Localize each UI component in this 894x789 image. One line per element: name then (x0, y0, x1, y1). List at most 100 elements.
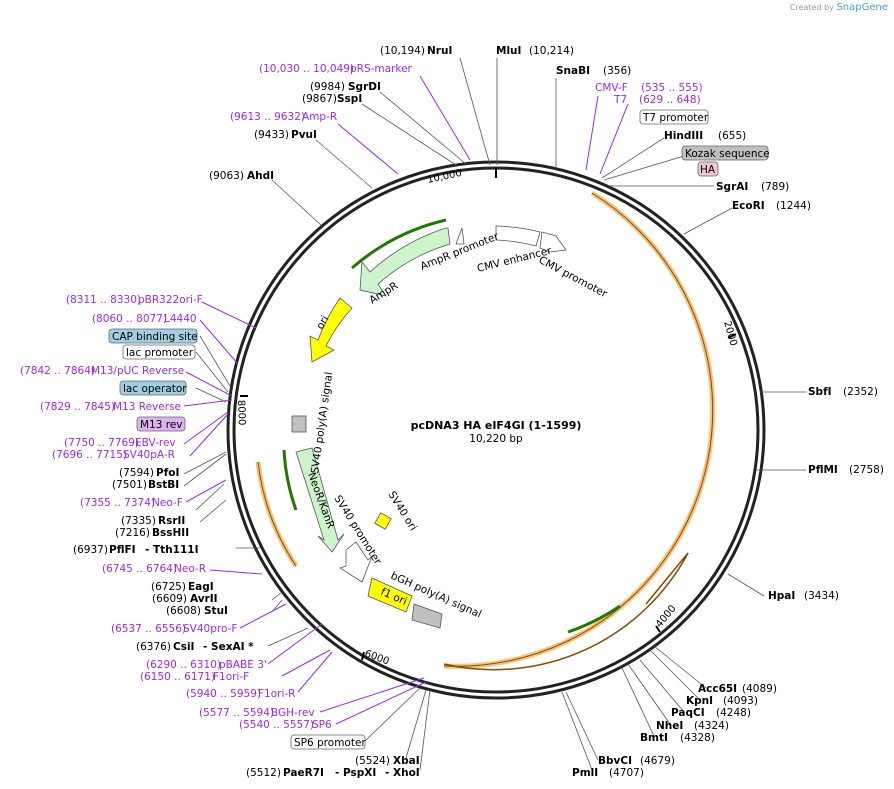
xhoi-name: - XhoI (385, 767, 420, 779)
t7-name: T7 (613, 94, 627, 106)
m13rev-name: M13 Reverse (113, 401, 181, 413)
nrui-name: NruI (427, 45, 452, 57)
m13puc-name: M13/pUC Reverse (91, 365, 184, 377)
sp6-promoter-name: SP6 promoter (294, 737, 366, 749)
paer7i-name: PaeR7I (283, 767, 324, 779)
f1orir-name: F1ori-R (258, 688, 295, 700)
pspxi-name: - PspXI (335, 767, 376, 779)
sexai-name: - SexAI * (203, 641, 254, 653)
label-ori: ori (314, 314, 331, 332)
xbai-pos: (5524) (355, 755, 390, 767)
avrii-name: AvrII (190, 593, 218, 605)
green-arrow-right (567, 604, 621, 634)
neof-pos: (7355 .. 7374) (80, 497, 155, 509)
tth111i-name: - Tth111I (145, 544, 199, 556)
ori-feature (309, 297, 353, 363)
lac-operator-name: lac operator (123, 383, 187, 395)
sv40prof-pos: (6537 .. 6556) (111, 623, 186, 635)
tick-marks (240, 168, 737, 661)
ahdi-pos: (9063) (209, 170, 244, 182)
sv40prof-name: SV40pro-F (183, 623, 237, 635)
sp6-pos: (5540 .. 5557) (239, 719, 314, 731)
hindiii-pos: (655) (718, 130, 746, 142)
neor-primer-pos: (6745 .. 6764) (102, 563, 177, 575)
nrui-pos: (10,194) (380, 45, 425, 57)
kozak-name: Kozak sequence (685, 148, 770, 160)
ampr-primer-pos: (9613 .. 9632) (230, 111, 305, 123)
ha-box (697, 161, 719, 177)
pvui-pos: (9433) (254, 129, 289, 141)
mlui-pos: (10,214) (529, 45, 574, 57)
cmvf-pos: (535 .. 555) (641, 82, 703, 94)
csii-pos: (6376) (136, 641, 171, 653)
plasmid-size: 10,220 bp (469, 433, 523, 445)
ecori-name: EcoRI (732, 200, 765, 212)
cap-name: CAP binding site (112, 331, 198, 343)
mlui-name: MluI (496, 45, 521, 57)
bstbi-name: BstBI (148, 479, 179, 491)
ampr-primer-name: Amp-R (302, 111, 337, 123)
pbr-pos: (8311 .. 8330) (66, 294, 141, 306)
prs-pos: (10,030 .. 10,049) (259, 63, 354, 75)
pvui-name: PvuI (291, 129, 317, 141)
cmvf-name: CMV-F (595, 82, 628, 94)
avrii-pos: (6609) (152, 593, 187, 605)
tick-4000: 4000 (654, 603, 679, 630)
lac-operator-box (119, 380, 187, 396)
bgh-name: BGH-rev (271, 707, 315, 719)
sp6-name: SP6 (312, 719, 332, 731)
paqci-pos: (4248) (716, 707, 751, 719)
pmli-name: PmlI (572, 767, 598, 779)
m13rev-pos: (7829 .. 7845) (40, 401, 115, 413)
l4440-pos: (8060 .. 8077) (92, 313, 167, 325)
eagi-name: EagI (188, 581, 214, 593)
paqci-name: PaqCI (671, 707, 705, 719)
label-sv40-polya: SV40 poly(A) signal (309, 371, 335, 474)
acc65i-pos: (4089) (742, 683, 777, 695)
bsshii-name: BssHII (152, 527, 189, 539)
m13-rev-box-name: M13 rev (140, 419, 183, 431)
cmv-promoter-feature (539, 231, 567, 253)
snabi-name: SnaBI (556, 65, 590, 77)
sv40-ori-feature (374, 512, 392, 530)
rsrii-name: RsrII (158, 515, 185, 527)
bgh-pos: (5577 .. 5594) (199, 707, 274, 719)
t7-promoter-box (639, 109, 709, 125)
pbr-name: pBR322ori-F (138, 294, 203, 306)
bsshii-pos: (7216) (115, 527, 150, 539)
acc65i-name: Acc65I (698, 683, 737, 695)
green-arrow-top (351, 218, 447, 270)
sv40pa-name: SV40pA-R (123, 449, 175, 461)
ampr-promoter-feature (455, 227, 465, 245)
kozak-box (681, 145, 769, 161)
snapgene-logo-text: SnapGene (836, 2, 888, 13)
m13puc-pos: (7842 .. 7864) (20, 365, 95, 377)
hindiii-name: HindIII (664, 130, 703, 142)
pflmi-pos: (2758) (849, 464, 884, 476)
stui-name: StuI (204, 605, 228, 617)
neor-primer-name: Neo-R (174, 563, 206, 575)
prs-name: pRS-marker (350, 63, 413, 75)
pbabe-name: pBABE 3' (219, 659, 267, 671)
eagi-pos: (6725) (151, 581, 186, 593)
pflfi-name: PflFI (109, 544, 136, 556)
sspi-pos: (9867) (302, 93, 337, 105)
ahdi-name: AhdI (247, 170, 274, 182)
sbfi-pos: (2352) (843, 386, 878, 398)
pflmi-name: PflMI (808, 464, 838, 476)
csii-name: CsiI (173, 641, 194, 653)
sgrdi-pos: (9984) (310, 81, 345, 93)
snapgene-credit: Created by SnapGene (790, 2, 888, 13)
hpai-pos: (3434) (804, 590, 839, 602)
pmli-pos: (4707) (609, 767, 644, 779)
nhei-name: NheI (656, 720, 683, 732)
credit-prefix: Created by (789, 3, 834, 12)
kpni-pos: (4093) (723, 695, 758, 707)
cmv-enhancer-feature (495, 225, 541, 247)
m13-rev-box (136, 416, 186, 432)
xbai-name: XbaI (393, 755, 420, 767)
ebv-name: EBV-rev (135, 437, 176, 449)
bmti-name: BmtI (640, 732, 668, 744)
sgrdi-name: SgrDI (348, 81, 381, 93)
sp6-promoter-box (290, 734, 366, 750)
